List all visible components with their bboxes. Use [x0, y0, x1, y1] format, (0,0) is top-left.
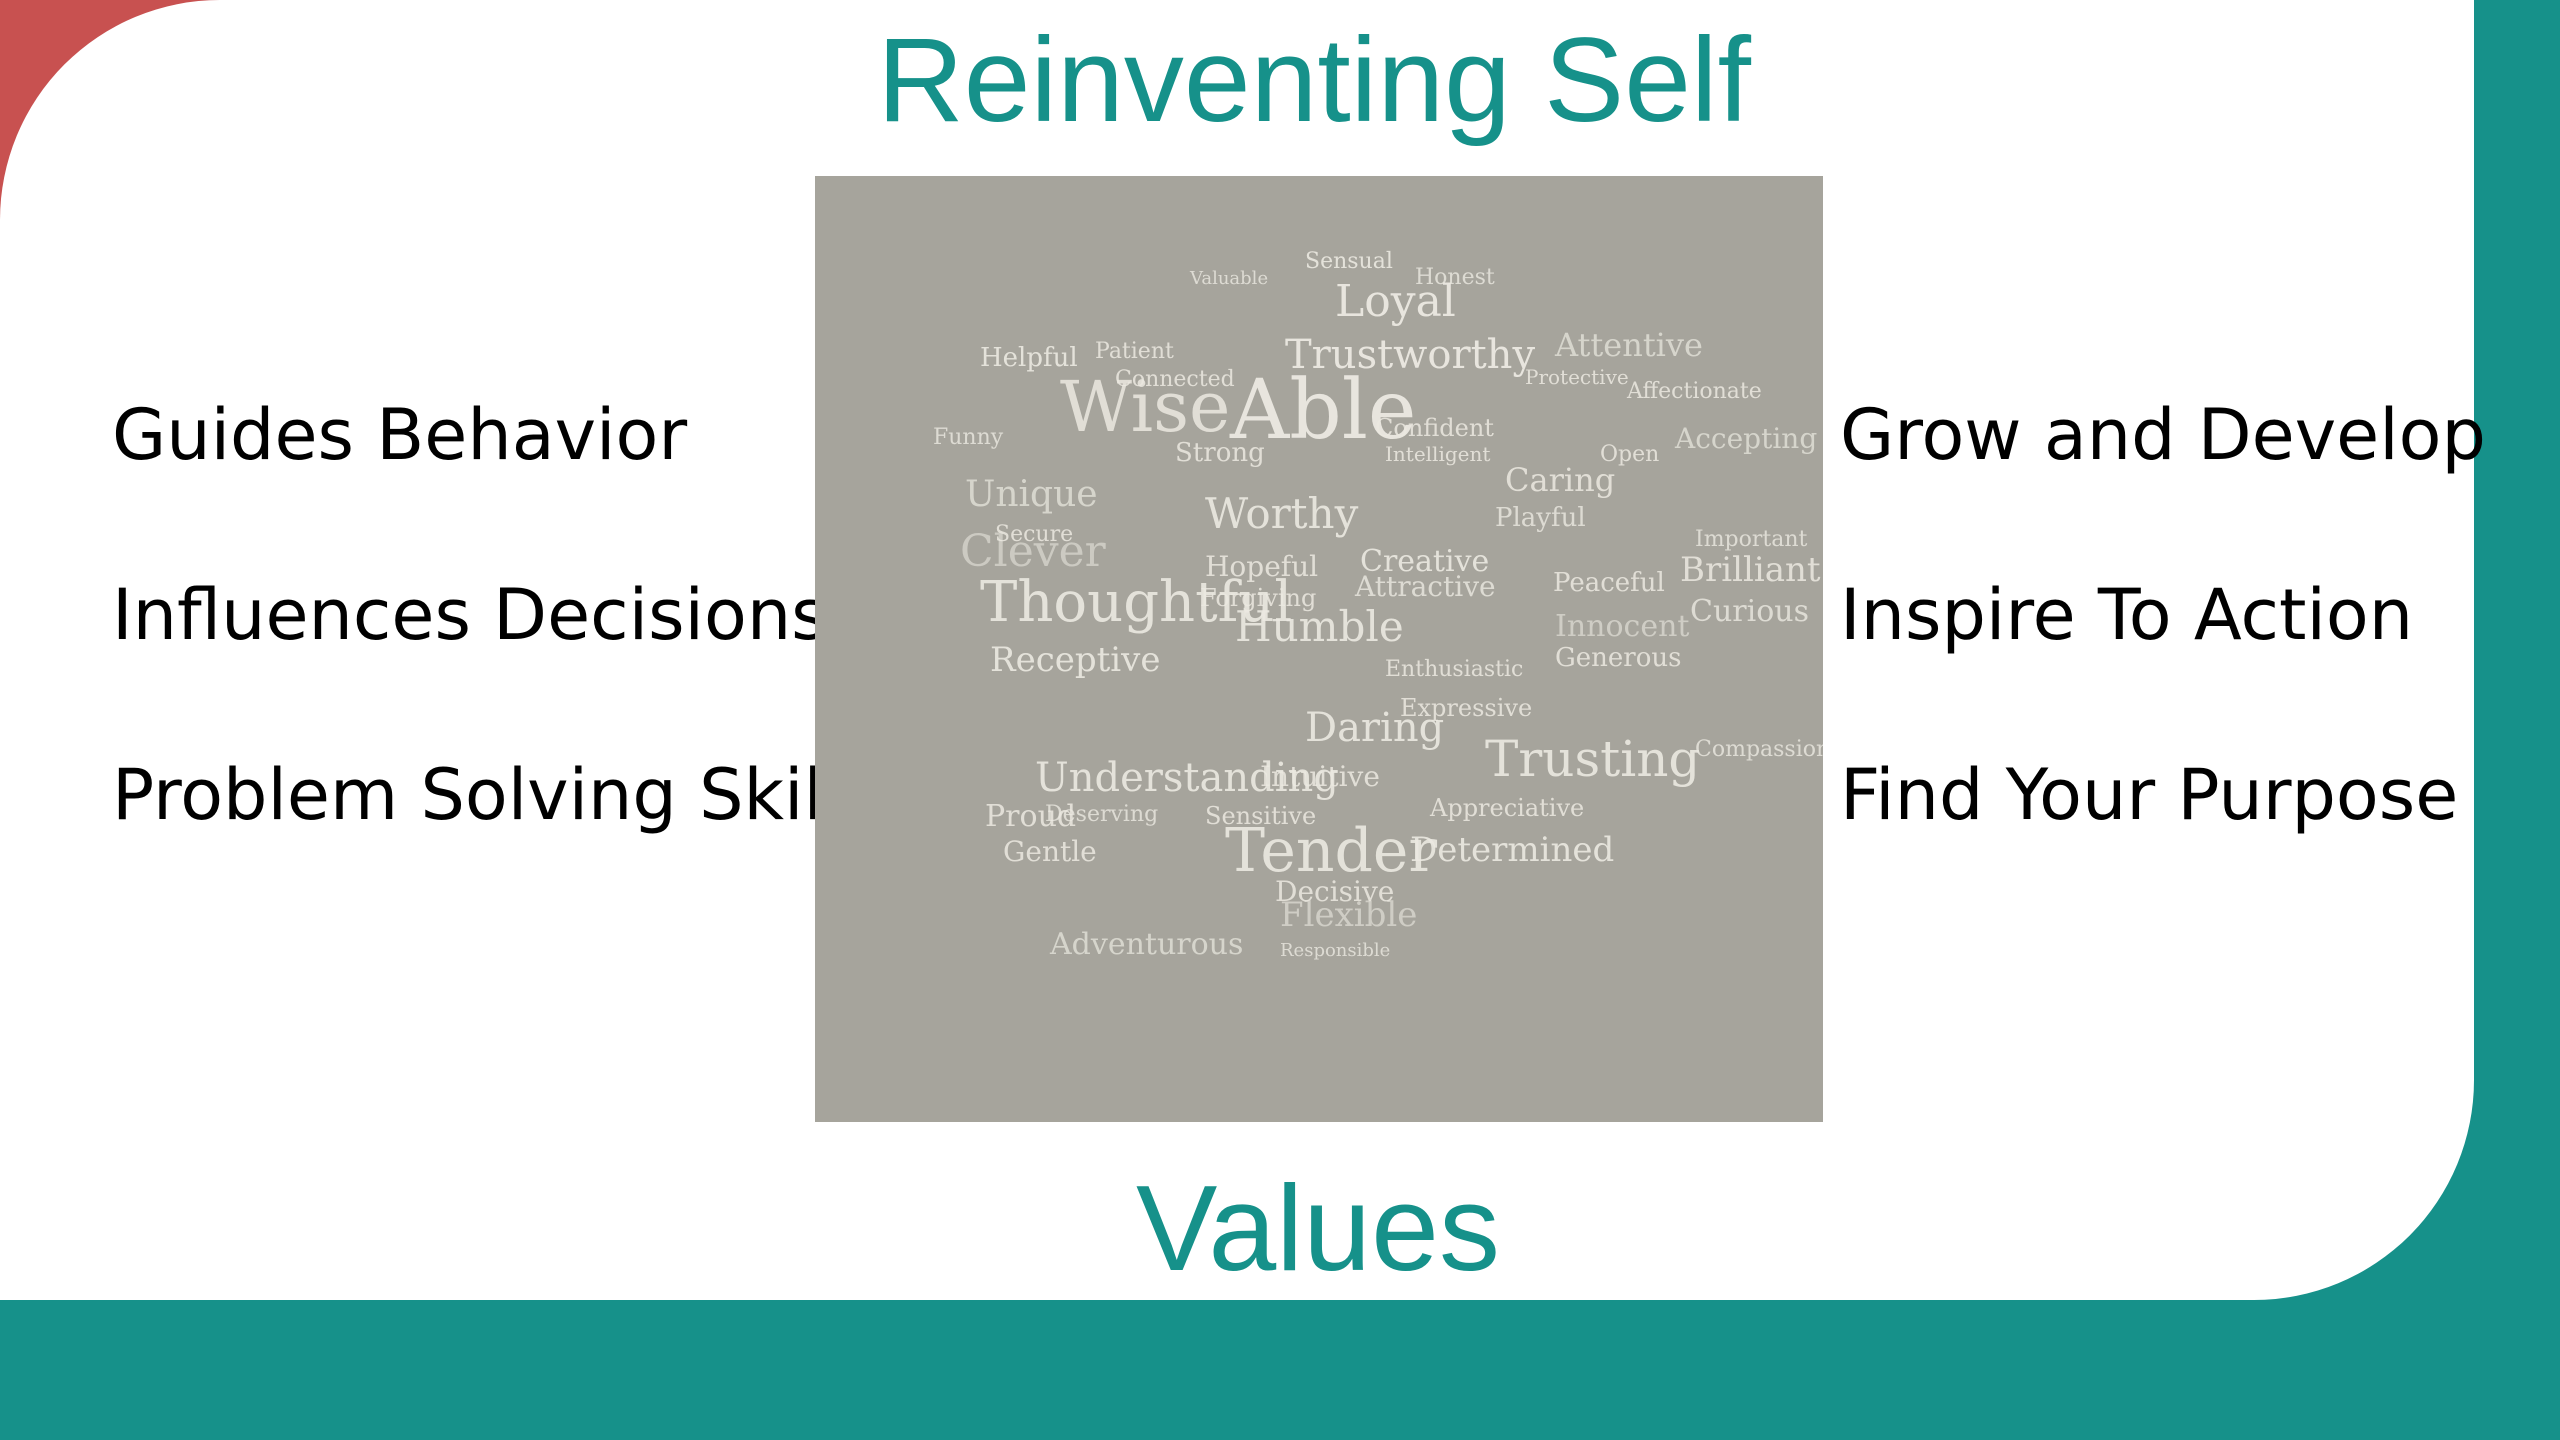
- word-cloud-word: Funny: [933, 425, 1004, 450]
- word-cloud-word: Attentive: [1554, 326, 1703, 364]
- slide-title: Reinventing Self: [877, 13, 1751, 147]
- word-cloud-word: Clever: [960, 526, 1107, 577]
- right-point: Grow and Develop: [1840, 394, 2486, 476]
- word-cloud-word: Playful: [1495, 503, 1586, 533]
- word-cloud-word: Decisive: [1275, 875, 1394, 908]
- word-cloud-word: Appreciative: [1429, 794, 1584, 822]
- word-cloud-word: Helpful: [980, 343, 1078, 373]
- left-point: Guides Behavior: [112, 394, 688, 476]
- word-cloud-word: Understanding: [1035, 755, 1339, 801]
- word-cloud-word: Humble: [1235, 602, 1404, 651]
- word-cloud-word: Compassionate: [1695, 737, 1823, 762]
- word-cloud-word: Confident: [1375, 414, 1494, 442]
- word-cloud-word: Thoughtful: [980, 570, 1292, 635]
- word-cloud-word: Enthusiastic: [1385, 657, 1523, 682]
- word-cloud-word: Trusting: [1485, 730, 1700, 788]
- word-cloud-word: Secure: [995, 522, 1073, 547]
- word-cloud-word: Unique: [965, 474, 1098, 515]
- word-cloud-word: Deserving: [1045, 802, 1158, 827]
- word-cloud-word: Attractive: [1354, 570, 1496, 603]
- word-cloud-word: Valuable: [1189, 268, 1268, 289]
- right-point: Find Your Purpose: [1840, 754, 2459, 836]
- word-cloud-word: Curious: [1690, 594, 1809, 629]
- word-cloud-word: Protective: [1525, 365, 1629, 389]
- left-point: Problem Solving Skill: [112, 754, 843, 836]
- word-cloud-word: Forgiving: [1200, 584, 1316, 612]
- word-cloud-word: Patient: [1095, 339, 1174, 364]
- word-cloud-word: Tender: [1225, 816, 1437, 886]
- word-cloud-word: Generous: [1555, 643, 1681, 673]
- word-cloud-word: Sensitive: [1205, 802, 1316, 830]
- word-cloud-word: Expressive: [1400, 694, 1532, 722]
- word-cloud-word: Innocent: [1555, 609, 1690, 644]
- word-cloud-word: Brilliant: [1680, 550, 1821, 590]
- word-cloud-word: Sensual: [1305, 249, 1393, 274]
- word-cloud-word: Open: [1600, 442, 1659, 467]
- left-point: Influences Decisions: [112, 574, 828, 656]
- left-point-list: Guides Behavior Influences Decisions Pro…: [112, 380, 842, 920]
- word-cloud-word: Responsible: [1280, 940, 1390, 961]
- word-cloud-word: Hopeful: [1205, 550, 1318, 583]
- word-cloud-word: Daring: [1305, 705, 1444, 751]
- word-cloud-word: Trustworthy: [1285, 332, 1535, 378]
- word-cloud-word: Receptive: [990, 640, 1161, 680]
- word-cloud-word: Honest: [1415, 265, 1495, 290]
- word-cloud-word: Able: [1229, 363, 1416, 458]
- word-cloud-word: Connected: [1115, 367, 1235, 392]
- word-cloud-word: Flexible: [1280, 895, 1417, 935]
- word-cloud-word: Proud: [985, 799, 1076, 834]
- word-cloud-word: Adventurous: [1049, 927, 1243, 962]
- word-cloud-word: Intuitive: [1260, 760, 1380, 793]
- word-cloud-word: Intelligent: [1385, 442, 1490, 466]
- word-cloud-word: Gentle: [1003, 835, 1097, 868]
- word-cloud-word: Creative: [1360, 544, 1489, 579]
- word-cloud-word: Important: [1695, 527, 1808, 552]
- right-point-list: Grow and Develop Inspire To Action Find …: [1840, 380, 2486, 920]
- word-cloud-word: Wise: [1060, 366, 1230, 448]
- word-cloud-word: Peaceful: [1553, 568, 1665, 598]
- word-cloud-word: Determined: [1410, 830, 1614, 870]
- word-cloud-word: Affectionate: [1626, 379, 1762, 404]
- word-cloud-word: Caring: [1505, 461, 1615, 499]
- word-cloud-word: Strong: [1175, 438, 1265, 468]
- word-cloud-word: Accepting: [1674, 422, 1817, 455]
- word-cloud-word: Worthy: [1205, 489, 1359, 538]
- slide-subtitle: Values: [1136, 1160, 1500, 1296]
- right-point: Inspire To Action: [1840, 574, 2414, 656]
- word-cloud-word: Loyal: [1335, 276, 1456, 327]
